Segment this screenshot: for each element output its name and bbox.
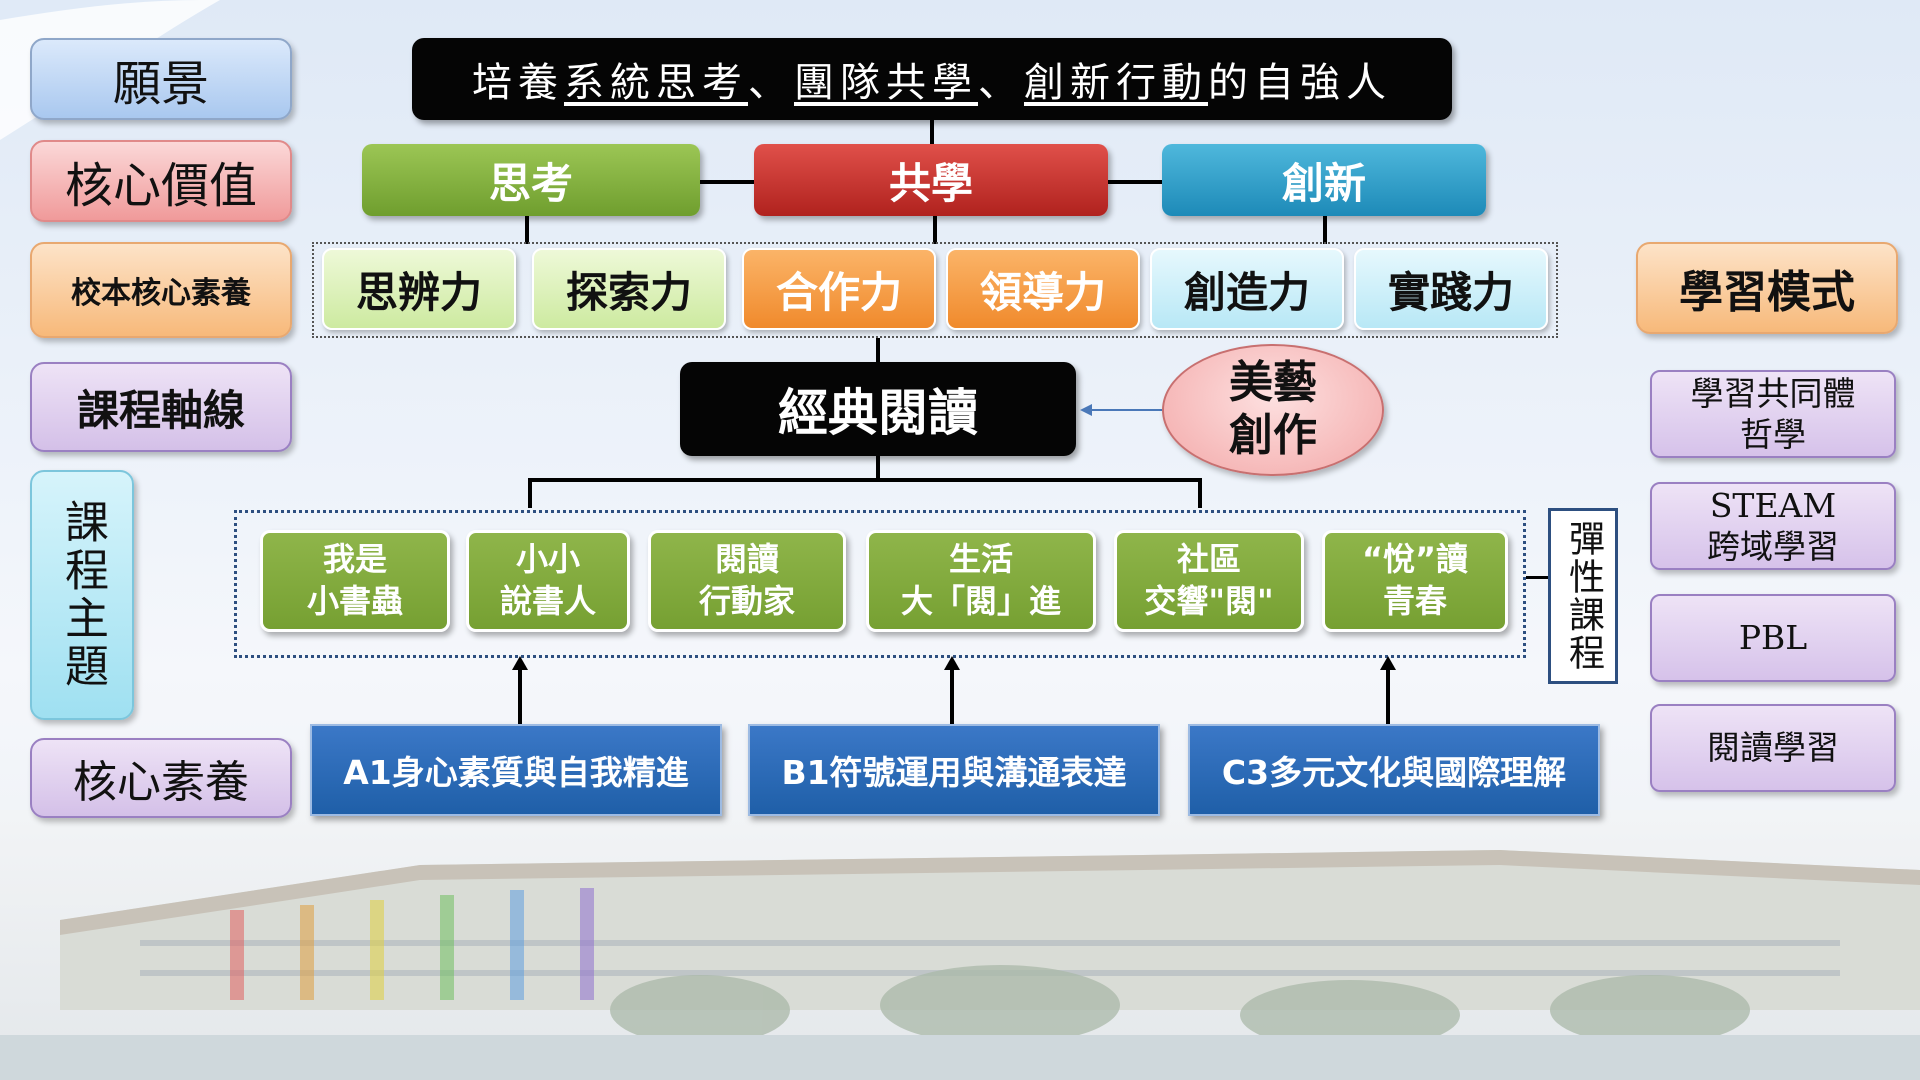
label-vision: 願景: [30, 38, 292, 120]
arrow-up: [1380, 656, 1396, 726]
label-core-competencies: 核心素養: [30, 738, 292, 818]
value-innovate: 創新: [1162, 144, 1486, 216]
connector-line: [930, 120, 934, 144]
connector-line: [528, 478, 1202, 482]
arts-arrow: [1080, 404, 1164, 416]
competency-exploration: 探索力: [532, 248, 726, 330]
flexible-curriculum: 彈性課程: [1548, 508, 1618, 684]
competency-cooperation: 合作力: [742, 248, 936, 330]
connector-line: [528, 478, 532, 508]
mode-learning-community: 學習共同體哲學: [1650, 370, 1896, 458]
connector-line: [1108, 180, 1162, 184]
competencies-group: [312, 242, 1558, 338]
connector-line: [933, 216, 937, 244]
theme-bookworm: 我是小書蟲: [260, 530, 450, 632]
theme-life-reading: 生活大「閱」進: [866, 530, 1096, 632]
core-c3: C3多元文化與國際理解: [1188, 724, 1600, 816]
competency-critical-thinking: 思辨力: [322, 248, 516, 330]
label-core-values: 核心價值: [30, 140, 292, 222]
connector-line: [700, 180, 754, 184]
campus-building-image: [0, 810, 1920, 1080]
core-b1: B1符號運用與溝通表達: [748, 724, 1160, 816]
competency-practice: 實踐力: [1354, 248, 1548, 330]
arts-creation: 美藝創作: [1162, 344, 1384, 476]
value-colearn: 共學: [754, 144, 1108, 216]
connector-line: [876, 338, 880, 364]
competency-creativity: 創造力: [1150, 248, 1344, 330]
mode-pbl: PBL: [1650, 594, 1896, 682]
background-swoosh: [0, 0, 220, 140]
theme-reading-activist: 閱讀行動家: [648, 530, 846, 632]
connector-line: [876, 456, 880, 480]
themes-group: [234, 510, 1526, 658]
competency-leadership: 領導力: [946, 248, 1140, 330]
value-think: 思考: [362, 144, 700, 216]
connector-line: [525, 216, 529, 244]
mode-reading-learning: 閱讀學習: [1650, 704, 1896, 792]
arrow-up: [512, 656, 528, 726]
learning-mode-title: 學習模式: [1636, 242, 1898, 334]
core-a1: A1身心素質與自我精進: [310, 724, 722, 816]
arrow-up: [944, 656, 960, 726]
theme-community: 社區交響"閱": [1114, 530, 1304, 632]
connector-line: [1526, 576, 1550, 579]
axis-classic-reading: 經典閱讀: [680, 362, 1076, 456]
connector-line: [1323, 216, 1327, 244]
theme-storyteller: 小小說書人: [466, 530, 630, 632]
label-curriculum-theme: 課程主題: [30, 470, 134, 720]
label-school-competencies: 校本核心素養: [30, 242, 292, 338]
connector-line: [1198, 478, 1202, 508]
vision-title: 培養系統思考、團隊共學、創新行動的自強人: [412, 38, 1452, 120]
label-curriculum-axis: 課程軸線: [30, 362, 292, 452]
theme-youth-reading: “悅”讀青春: [1322, 530, 1508, 632]
